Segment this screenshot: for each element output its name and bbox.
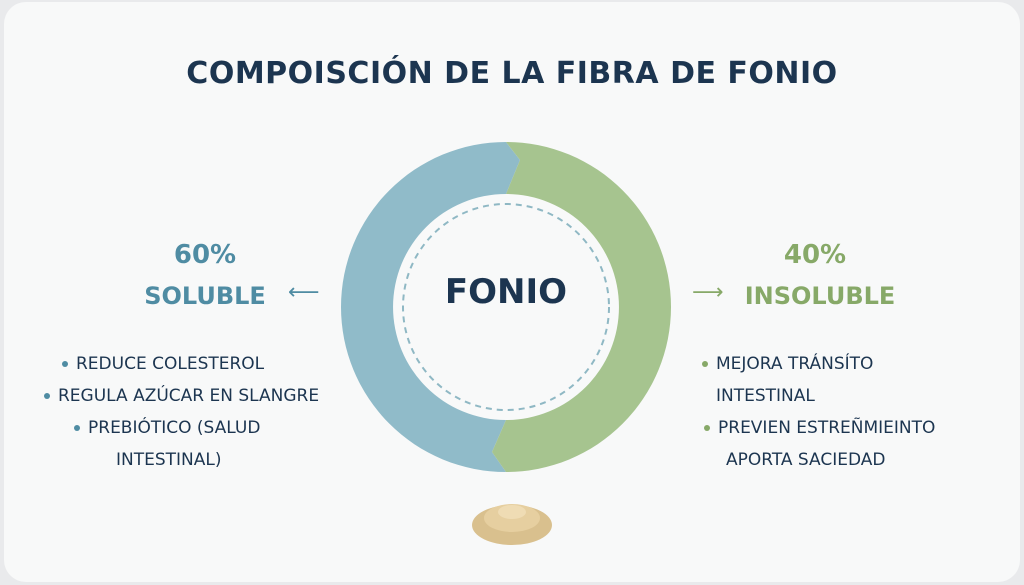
soluble-percent: 60%	[173, 240, 237, 270]
insoluble-percent: 40%	[783, 240, 847, 270]
insoluble-label: INSOLUBLE	[744, 282, 896, 310]
list-item: MEJORA TRÁNSÍTO	[702, 348, 1002, 380]
left-arrow-icon: ⟵	[288, 280, 320, 305]
list-item-text: PREVIEN ESTREÑMIEINTO	[718, 418, 936, 438]
list-item: REGULA AZÚCAR EN SLANGRE	[40, 380, 350, 412]
soluble-label: SOLUBLE	[144, 282, 266, 310]
inner-circle	[396, 197, 616, 417]
list-item: REDUCE COLESTEROL	[40, 348, 350, 380]
insoluble-benefits: MEJORA TRÁNSÍTO INTESTINAL PREVIEN ESTRE…	[702, 348, 1002, 476]
list-item-text: REDUCE COLESTEROL	[76, 354, 265, 374]
list-item: INTESTINAL	[702, 380, 1002, 412]
fonio-grain-pile	[472, 504, 552, 545]
soluble-segment	[341, 142, 520, 472]
list-item: APORTA SACIEDAD	[702, 444, 1002, 476]
list-item-text: APORTA SACIEDAD	[726, 450, 886, 470]
list-item: PREVIEN ESTREÑMIEINTO	[702, 412, 1002, 444]
list-item-text: INTESTINAL)	[116, 450, 222, 470]
list-item-text: PREBIÓTICO (SALUD	[88, 418, 261, 438]
soluble-benefits: REDUCE COLESTEROL REGULA AZÚCAR EN SLANG…	[40, 348, 350, 476]
list-item: INTESTINAL)	[40, 444, 350, 476]
dashed-circle	[402, 203, 610, 411]
page-title: COMPOISCIÓN DE LA FIBRA DE FONIO	[186, 56, 838, 91]
list-item-text: MEJORA TRÁNSÍTO	[716, 354, 874, 374]
bullet-icon	[74, 425, 80, 431]
bullet-icon	[62, 361, 68, 367]
center-label: FONIO	[444, 272, 568, 312]
list-item-text: REGULA AZÚCAR EN SLANGRE	[58, 386, 320, 406]
bullet-icon	[704, 425, 710, 431]
list-item-text: INTESTINAL	[716, 386, 815, 406]
bullet-icon	[702, 361, 708, 367]
right-arrow-icon: ⟶	[692, 280, 724, 305]
list-item: PREBIÓTICO (SALUD	[40, 412, 350, 444]
insoluble-segment	[492, 142, 671, 472]
bullet-icon	[44, 393, 50, 399]
